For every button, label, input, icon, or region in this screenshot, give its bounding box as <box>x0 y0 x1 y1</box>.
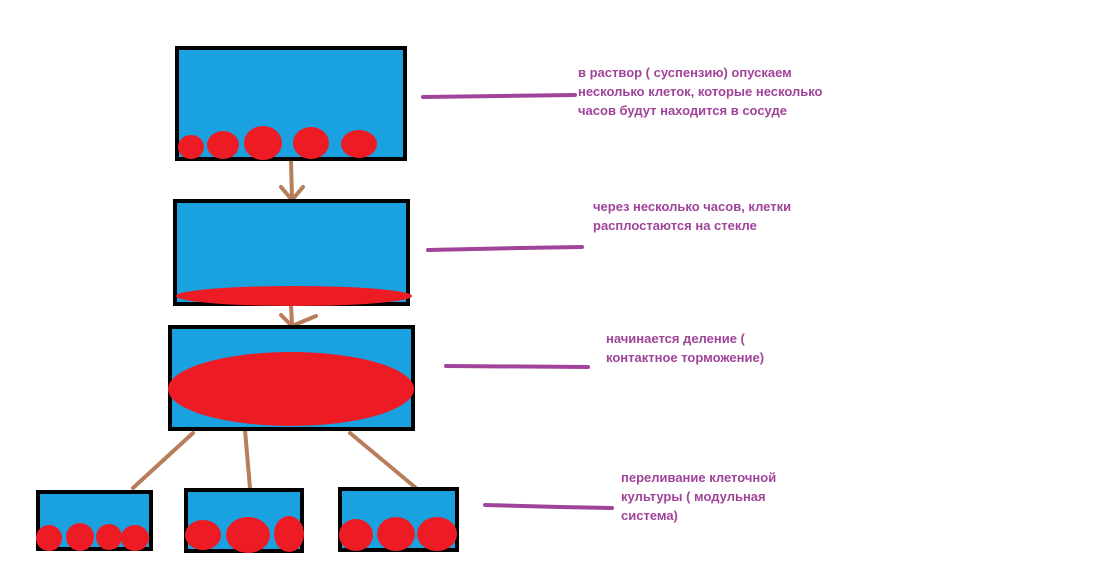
flattened-cell-layer <box>176 286 412 306</box>
annotation-line: переливание клеточной <box>621 470 777 485</box>
annotation-step-4: переливание клеточной культуры ( модульн… <box>621 468 776 525</box>
annotation-step-3: начинается деление ( контактное торможен… <box>606 329 764 367</box>
vessel-1 <box>175 46 407 161</box>
pointer-line-2 <box>426 245 584 252</box>
cell <box>226 517 270 553</box>
cell <box>377 517 415 551</box>
arrow-1-to-2 <box>289 158 294 202</box>
vessel-2 <box>173 199 412 306</box>
pointer-line-4 <box>483 503 614 510</box>
dividing-cell-mass <box>168 352 414 426</box>
branch-line-middle <box>243 428 252 490</box>
annotation-line: расплостаются на стекле <box>593 218 757 233</box>
annotation-step-2: через несколько часов, клетки расплостаю… <box>593 197 791 235</box>
annotation-step-1: в раствор ( суспензию) опускаем нескольк… <box>578 63 823 120</box>
cell <box>293 127 329 159</box>
cell <box>244 126 282 160</box>
branch-line-left <box>131 431 195 490</box>
pointer-line-1 <box>421 93 577 99</box>
flow-arrows <box>131 158 418 490</box>
annotation-line: контактное торможение) <box>606 350 765 365</box>
cell <box>96 524 122 550</box>
annotation-line: в раствор ( суспензию) опускаем <box>578 65 792 80</box>
annotation-line: начинается деление ( <box>606 331 745 346</box>
annotation-line: часов будут находится в сосуде <box>578 103 787 118</box>
cell <box>36 525 62 551</box>
vessel-4b <box>184 488 304 553</box>
cell <box>207 131 239 159</box>
cell <box>417 517 457 551</box>
cell <box>66 523 94 551</box>
branch-line-right <box>348 431 418 490</box>
pointer-lines <box>421 93 614 510</box>
annotation-line: несколько клеток, которые несколько <box>578 84 823 99</box>
vessel-4c <box>338 487 459 552</box>
arrow-2-to-3-head <box>279 313 318 329</box>
vessel-1-cells <box>178 126 377 160</box>
vessel-3 <box>168 325 415 431</box>
cell <box>339 519 373 551</box>
annotation-line: система) <box>621 508 678 523</box>
vessel-4a <box>36 490 153 551</box>
arrow-2-to-3 <box>289 303 294 327</box>
cell <box>178 135 204 159</box>
pointer-line-3 <box>444 364 590 369</box>
annotation-line: культуры ( модульная <box>621 489 766 504</box>
cell <box>341 130 377 158</box>
cell <box>185 520 221 550</box>
cell <box>274 516 304 552</box>
cell <box>121 525 149 551</box>
annotation-line: через несколько часов, клетки <box>593 199 792 214</box>
